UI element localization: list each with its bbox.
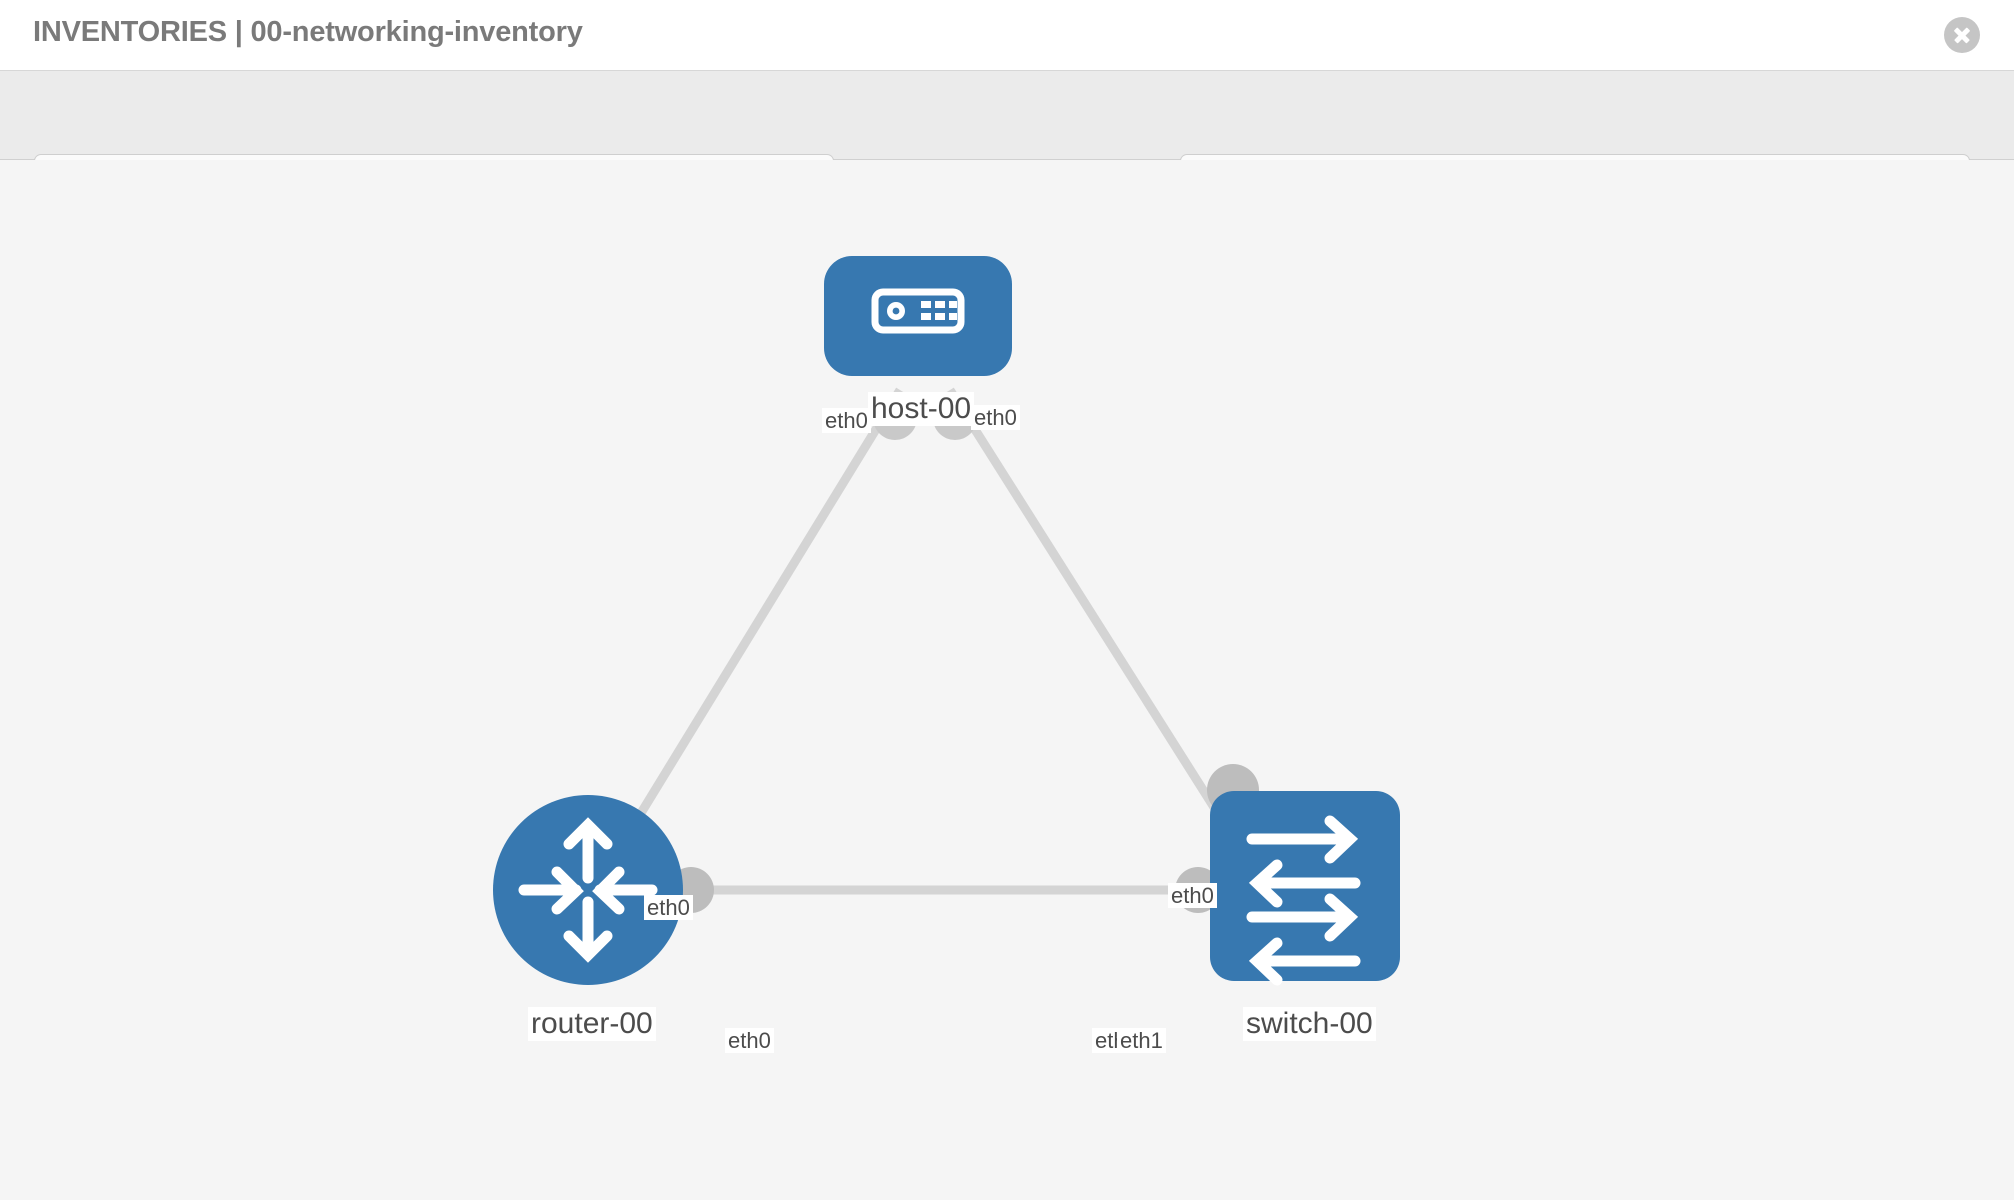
iface-label-router00-host-eth0: eth0 [644, 895, 693, 921]
toolbar: ACTIONS [0, 70, 2014, 211]
window-header: INVENTORIES | 00-networking-inventory [0, 0, 2014, 70]
node-label-switch-00: switch-00 [1243, 1007, 1376, 1041]
close-icon[interactable] [1944, 17, 1980, 53]
node-label-router-00: router-00 [528, 1007, 656, 1041]
topology-graph [493, 256, 1400, 986]
node-host-00 [824, 256, 1012, 376]
node-label-host-00: host-00 [868, 392, 975, 426]
topology-links [596, 387, 1264, 895]
iface-label-switch00-host-eth0: eth0 [1168, 883, 1217, 909]
iface-label-host00-eth0-right: eth0 [971, 405, 1020, 431]
link-host00-switch00 [946, 387, 1264, 883]
router-arrows-icon [518, 817, 658, 963]
topology-endpoints [668, 396, 1259, 913]
switch-arrows-icon [1246, 815, 1361, 986]
topology-canvas[interactable]: host-00 router-00 switch-00 eth0 eth0 et… [0, 160, 2014, 1200]
link-router00-host00 [596, 387, 904, 883]
iface-label-switch00-eth1: eth1 [1117, 1028, 1166, 1054]
iface-label-router00-eth0: eth0 [725, 1028, 774, 1054]
iface-label-host00-eth0-left: eth0 [822, 408, 871, 434]
page-title: INVENTORIES | 00-networking-inventory [33, 16, 583, 48]
server-device-icon [871, 288, 965, 334]
node-switch-00 [1210, 791, 1400, 986]
node-router-00 [493, 795, 683, 985]
